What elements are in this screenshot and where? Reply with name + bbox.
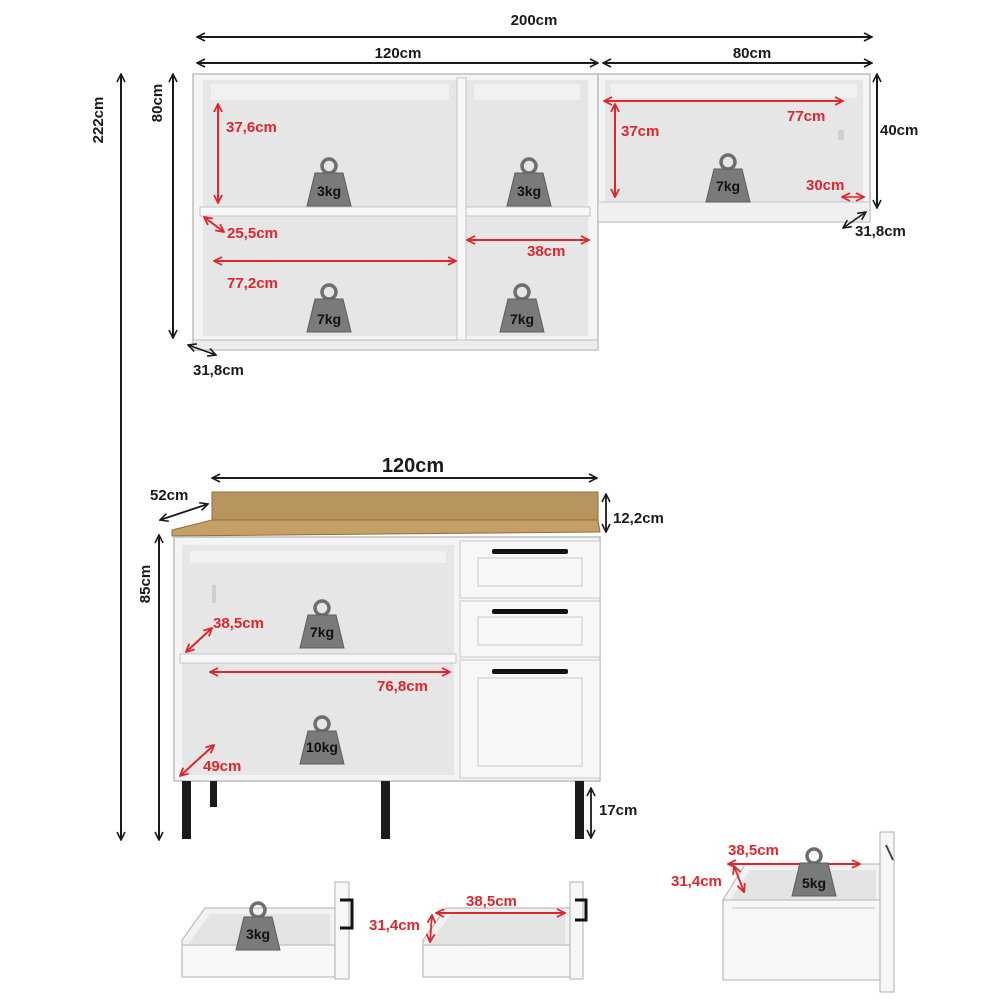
drawer3-width-label: 38,5cm: [728, 842, 779, 859]
drawer-handle: [492, 609, 568, 614]
upper-left-side-width-label: 38cm: [527, 243, 565, 260]
drawer2-depth-label: 31,4cm: [369, 917, 420, 934]
upper-left-height-label: 80cm: [149, 84, 166, 122]
base-backsplash-label: 12,2cm: [613, 510, 664, 527]
weight-label: 7kg: [317, 311, 341, 327]
weight-icon: 7kg: [498, 283, 546, 334]
weight-icon: 5kg: [790, 847, 838, 898]
drawer3-depth-label: 31,4cm: [671, 873, 722, 890]
drawer-handle: [492, 669, 568, 674]
upper-right-inner-height-label: 37cm: [621, 123, 659, 140]
drawer-handle: [492, 549, 568, 554]
weight-label: 5kg: [802, 875, 826, 891]
base-width-label: 120cm: [382, 455, 444, 477]
weight-icon: 7kg: [704, 153, 752, 204]
upper-left-depth-label: 31,8cm: [193, 362, 244, 379]
weight-label: 7kg: [510, 311, 534, 327]
weight-label: 7kg: [310, 624, 334, 640]
base-shelf-depth-bottom-label: 49cm: [203, 758, 241, 775]
drawer-detail-3: 38,5cm 31,4cm 5kg: [671, 831, 895, 993]
weight-icon: 7kg: [305, 283, 353, 334]
upper-right-inner-width-label: 77cm: [787, 108, 825, 125]
upper-right-height-label: 40cm: [880, 122, 918, 139]
weight-label: 3kg: [517, 183, 541, 199]
upper-right-cabinet: 80cm 77cm 37cm 30cm 7kg 40cm 31,8cm: [597, 45, 918, 240]
weight-icon: 3kg: [305, 157, 353, 208]
drawer-detail-2: 38,5cm 31,4cm: [369, 881, 588, 980]
upper-right-inner-depth-label: 30cm: [806, 177, 844, 194]
weight-icon: 3kg: [234, 901, 282, 952]
overall-width-dimension: 200cm: [197, 12, 872, 37]
base-height-label: 85cm: [137, 565, 154, 603]
weight-label: 3kg: [246, 926, 270, 942]
base-cabinet: 120cm 52cm 12,2cm 85cm 1: [137, 455, 664, 840]
upper-left-shelf-height-label: 37,6cm: [226, 119, 277, 136]
drawer-detail-1: 3kg: [181, 881, 354, 980]
base-shelf-depth-top-label: 38,5cm: [213, 615, 264, 632]
weight-label: 10kg: [306, 739, 338, 755]
base-inner-width-label: 76,8cm: [377, 678, 428, 695]
total-height-label: 222cm: [90, 97, 107, 144]
base-leg-height-label: 17cm: [599, 802, 637, 819]
base-depth-label: 52cm: [150, 487, 188, 504]
upper-right-depth-label: 31,8cm: [855, 223, 906, 240]
weight-label: 3kg: [317, 183, 341, 199]
weight-icon: 7kg: [298, 599, 346, 650]
upper-left-cabinet: 120cm 80cm 37,6cm 25,5cm 77,2cm 38cm 3kg…: [149, 45, 598, 379]
upper-left-inner-width-label: 77,2cm: [227, 275, 278, 292]
upper-left-width-label: 120cm: [375, 45, 422, 62]
total-width-label: 200cm: [511, 12, 558, 29]
drawer2-width-label: 38,5cm: [466, 893, 517, 910]
weight-icon: 10kg: [298, 715, 346, 766]
overall-height-dimension: 222cm: [90, 74, 121, 840]
weight-label: 7kg: [716, 178, 740, 194]
upper-right-width-label: 80cm: [733, 45, 771, 62]
upper-left-shelf-depth-label: 25,5cm: [227, 225, 278, 242]
weight-icon: 3kg: [505, 157, 553, 208]
